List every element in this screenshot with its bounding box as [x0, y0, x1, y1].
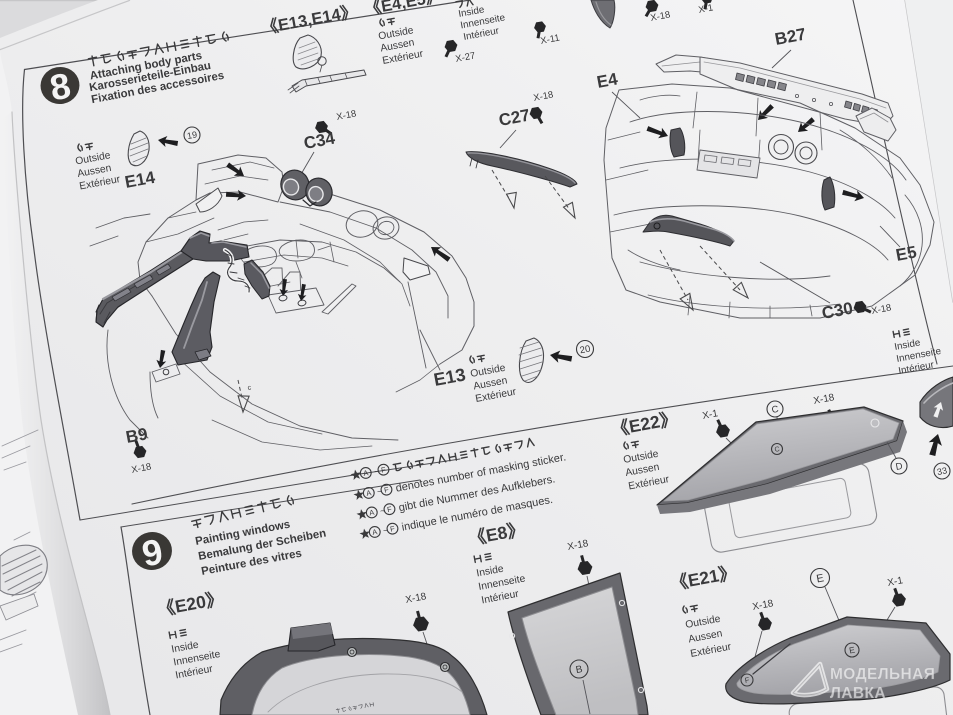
svg-text:X-18: X-18 [336, 108, 358, 122]
svg-text:F: F [383, 485, 390, 495]
svg-text:A: A [363, 468, 370, 478]
svg-text:ЛАВКА: ЛАВКА [830, 685, 886, 702]
svg-text:~: ~ [382, 525, 389, 536]
svg-text:20: 20 [579, 344, 591, 357]
svg-text:B: B [575, 664, 584, 676]
svg-text:C: C [774, 446, 780, 454]
svg-text:МОДЕЛЬНАЯ: МОДЕЛЬНАЯ [830, 666, 935, 683]
svg-text:E: E [815, 572, 824, 585]
svg-text:F: F [386, 504, 393, 514]
svg-text:E5: E5 [894, 242, 918, 264]
svg-text:X-18: X-18 [405, 591, 428, 606]
svg-text:Inside: Inside [171, 640, 200, 656]
svg-text:X-1: X-1 [702, 408, 720, 422]
svg-text:X-18: X-18 [813, 392, 836, 407]
svg-text:A: A [369, 508, 376, 518]
svg-text:F: F [389, 524, 396, 534]
svg-text:X-1: X-1 [887, 575, 905, 589]
svg-text:Inside: Inside [894, 337, 922, 353]
svg-text:~: ~ [373, 466, 380, 477]
svg-text:X-18: X-18 [752, 598, 775, 613]
svg-text:c: c [247, 384, 252, 392]
svg-text:X-18: X-18 [131, 461, 153, 475]
svg-text:X-11: X-11 [540, 33, 561, 47]
svg-text:X-27: X-27 [455, 50, 477, 64]
svg-text:Inside: Inside [458, 4, 486, 20]
svg-text:A: A [366, 488, 373, 498]
svg-text:F: F [744, 675, 751, 685]
svg-text:X-18: X-18 [533, 89, 555, 103]
svg-text:C: C [771, 404, 780, 416]
svg-text:~: ~ [376, 486, 383, 497]
svg-text:E4: E4 [595, 69, 619, 92]
svg-text:X-18: X-18 [871, 302, 893, 316]
svg-text:~: ~ [379, 505, 386, 516]
svg-text:B9: B9 [124, 424, 149, 447]
svg-text:E: E [848, 645, 856, 656]
svg-text:Inside: Inside [476, 564, 505, 580]
svg-text:X-18: X-18 [567, 538, 590, 553]
svg-text:A: A [372, 527, 379, 537]
svg-text:F: F [380, 465, 387, 475]
svg-text:D: D [895, 461, 904, 473]
svg-text:X-18: X-18 [650, 9, 672, 23]
svg-text:19: 19 [186, 129, 198, 141]
svg-text:33: 33 [936, 465, 948, 477]
svg-text:X-1: X-1 [698, 2, 715, 16]
